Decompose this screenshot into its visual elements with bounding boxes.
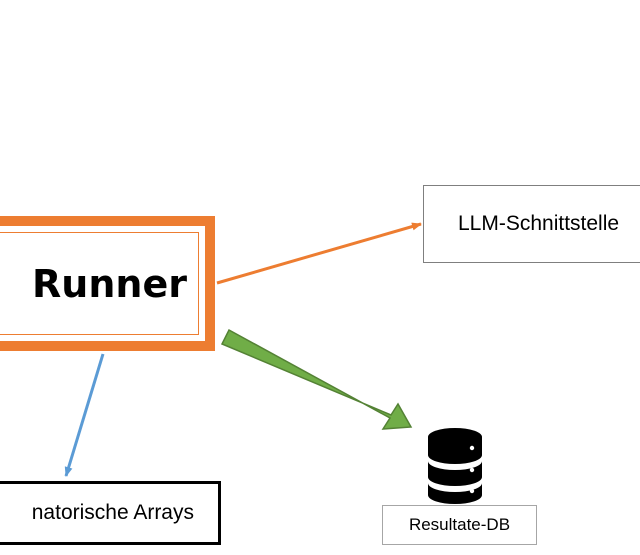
results-db-label: Resultate-DB — [408, 515, 511, 534]
runner-node: Runner — [0, 216, 215, 351]
database-icon — [428, 428, 482, 504]
llm-interface-label: LLM-Schnittstelle — [458, 212, 620, 235]
runner-label: Runner — [32, 261, 187, 306]
combinatorial-arrays-label: natorische Arrays — [31, 501, 194, 524]
llm-interface-node: LLM-Schnittstelle — [423, 185, 640, 263]
runner-node-inner: Runner — [0, 232, 199, 335]
results-db-label-box: Resultate-DB — [382, 505, 537, 545]
edge-runner-to-llm — [216, 222, 422, 285]
edge-runner-to-arrays — [64, 353, 105, 477]
combinatorial-arrays-node: natorische Arrays — [0, 481, 221, 545]
edge-runner-to-db — [220, 328, 413, 430]
